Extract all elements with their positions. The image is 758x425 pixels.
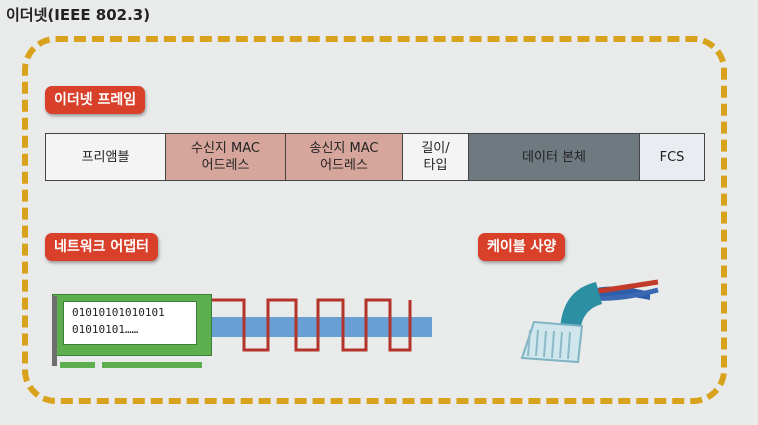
frame-field-data-text: 데이터 본체 (522, 149, 586, 165)
frame-field-length-type-line1: 길이/ (421, 141, 450, 156)
frame-field-destination-mac: 수신지 MAC 어드레스 (166, 134, 286, 180)
square-wave-signal (212, 298, 412, 352)
adapter-connector-right (102, 362, 202, 368)
network-adapter-card: 01010101010101 01010101…… (52, 294, 212, 356)
frame-field-source-mac: 송신지 MAC 어드레스 (286, 134, 403, 180)
dashed-border (22, 36, 727, 404)
frame-field-source-mac-line1: 송신지 MAC (309, 141, 379, 156)
frame-field-data: 데이터 본체 (469, 134, 640, 180)
page-title: 이더넷(IEEE 802.3) (6, 6, 151, 24)
ethernet-frame-label: 이더넷 프레임 (45, 86, 146, 114)
frame-field-destination-mac-line2: 어드레스 (201, 158, 250, 173)
frame-field-source-mac-line2: 어드레스 (320, 158, 368, 173)
frame-field-fcs: FCS (640, 134, 704, 180)
adapter-bit-display: 01010101010101 01010101…… (63, 301, 197, 345)
frame-field-preamble: 프리앰블 (46, 134, 166, 180)
network-adapter-label: 네트워크 어댑터 (45, 233, 159, 261)
adapter-bracket (52, 296, 57, 366)
frame-field-length-type-line2: 타입 (423, 158, 448, 173)
cable-spec-label: 케이블 사양 (478, 233, 566, 261)
ethernet-cable-icon (520, 279, 659, 364)
adapter-bits-line2: 01010101…… (72, 323, 139, 336)
frame-field-destination-mac-line1: 수신지 MAC (191, 141, 260, 156)
adapter-bits-line1: 01010101010101 (72, 306, 165, 319)
frame-field-length-type: 길이/ 타입 (403, 134, 469, 180)
ethernet-frame-structure: 프리앰블 수신지 MAC 어드레스 송신지 MAC 어드레스 길이/ 타입 데이… (45, 133, 705, 181)
frame-field-fcs-text: FCS (659, 149, 685, 165)
frame-field-preamble-text: 프리앰블 (81, 149, 130, 165)
adapter-connector-left (60, 362, 95, 368)
